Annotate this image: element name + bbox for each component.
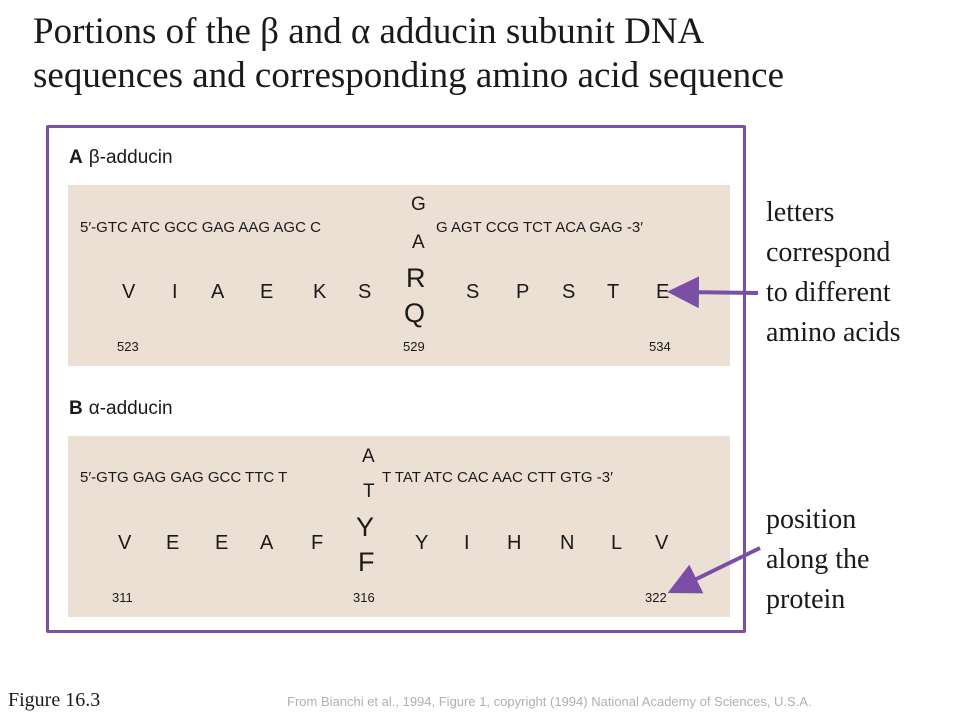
panel-b-variant-bottom: F xyxy=(358,547,375,577)
image-credit: From Bianchi et al., 1994, Figure 1, cop… xyxy=(287,694,812,709)
panel-a-aa-7: S xyxy=(466,281,480,303)
panel-b-aa-5: F xyxy=(311,532,324,554)
panel-a-position-start: 523 xyxy=(117,339,139,354)
panel-b-aa-11: V xyxy=(655,532,669,554)
title-line-2: sequences and corresponding amino acid s… xyxy=(33,55,785,96)
panel-a-title: β-adducin xyxy=(88,147,173,168)
panel-a-variant-top: R xyxy=(406,263,426,293)
annotation-position-line-2: along the xyxy=(766,544,870,575)
annotation-letters-line-3: to different xyxy=(766,277,891,308)
panel-b-position-end: 322 xyxy=(645,590,667,605)
annotation-position: position along the protein xyxy=(766,500,869,620)
title-line-1: Portions of the β and α adducin subunit … xyxy=(33,11,705,52)
annotation-letters-line-1: letters xyxy=(766,197,835,228)
panel-a-sequence-box xyxy=(68,185,730,366)
annotation-position-line-3: protein xyxy=(766,584,846,615)
panel-a-position-end: 534 xyxy=(649,339,671,354)
panel-a-dna-prefix: 5′-GTC ATC GCC GAG AAG AGC C xyxy=(80,219,321,236)
panel-b-alt-bottom: T xyxy=(363,481,375,502)
panel-a-aa-1: V xyxy=(122,281,136,303)
panel-a-variant-bottom: Q xyxy=(404,298,426,328)
panel-a-letter: A xyxy=(69,147,83,168)
panel-b-alt-top: A xyxy=(362,446,375,467)
panel-b-aa-10: L xyxy=(611,532,623,554)
slide-title: Portions of the β and α adducin subunit … xyxy=(33,10,933,98)
panel-b-aa-3: E xyxy=(215,532,229,554)
panel-b-sequence-box xyxy=(68,436,730,617)
panel-b-dna-suffix: T TAT ATC CAC AAC CTT GTG -3′ xyxy=(382,469,613,486)
panel-b-aa-9: N xyxy=(560,532,575,554)
annotation-letters: letters correspond to different amino ac… xyxy=(766,193,901,353)
panel-a-aa-9: S xyxy=(562,281,576,303)
panel-b-aa-4: A xyxy=(260,532,274,554)
panel-b-aa-1: V xyxy=(118,532,132,554)
panel-a-aa-11: E xyxy=(656,281,670,303)
panel-a-alt-bottom: A xyxy=(412,232,425,253)
panel-b-position-variant: 316 xyxy=(353,590,375,605)
panel-a-aa-3: A xyxy=(211,281,225,303)
panel-a-aa-6: S xyxy=(358,281,372,303)
panel-b-aa-8: H xyxy=(507,532,522,554)
panel-b-letter: B xyxy=(69,398,83,419)
panel-a-alt-top: G xyxy=(411,194,426,215)
panel-b-aa-7: I xyxy=(464,532,470,554)
panel-a-position-variant: 529 xyxy=(403,339,425,354)
panel-b-variant-top: Y xyxy=(356,512,375,542)
panel-b-title: α-adducin xyxy=(88,398,173,419)
panel-a-aa-10: T xyxy=(607,281,620,303)
panel-b-position-start: 311 xyxy=(112,590,133,605)
panel-b-dna-prefix: 5′-GTG GAG GAG GCC TTC T xyxy=(80,469,288,486)
panel-a-aa-5: K xyxy=(313,281,327,303)
panel-b-aa-6: Y xyxy=(415,532,429,554)
figure-label: Figure 16.3 xyxy=(8,689,101,711)
annotation-letters-line-4: amino acids xyxy=(766,317,901,348)
panel-b-aa-2: E xyxy=(166,532,180,554)
panel-a-dna-suffix: G AGT CCG TCT ACA GAG -3′ xyxy=(436,219,644,236)
panel-a-aa-8: P xyxy=(516,281,530,303)
panel-a-aa-4: E xyxy=(260,281,274,303)
panel-a-aa-2: I xyxy=(172,281,178,303)
annotation-position-line-1: position xyxy=(766,504,857,535)
annotation-letters-line-2: correspond xyxy=(766,237,891,268)
